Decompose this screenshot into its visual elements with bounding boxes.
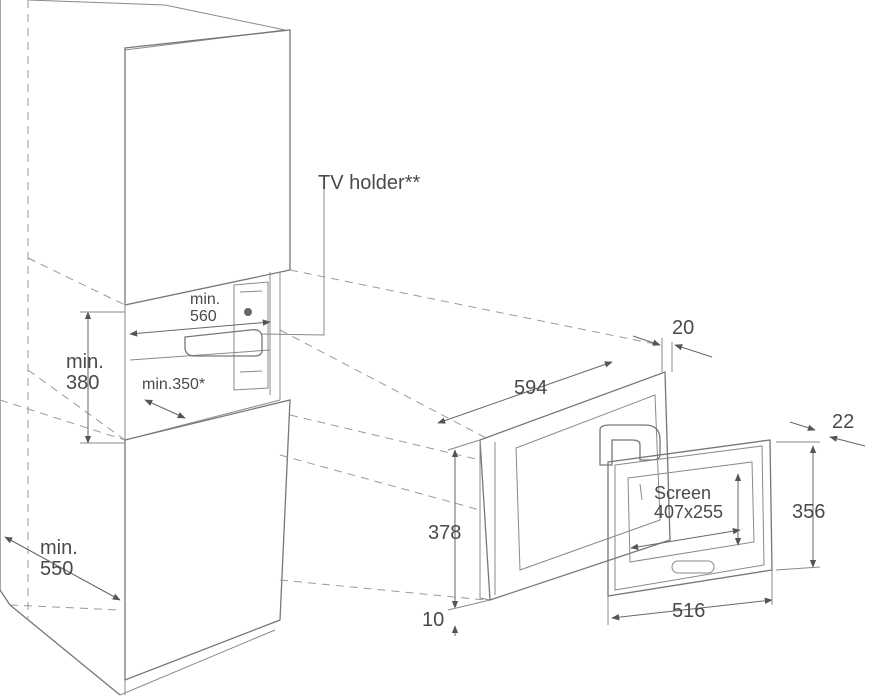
- dim-22-label: 22: [832, 411, 855, 433]
- dim-10-label: 10: [422, 609, 445, 631]
- min-380-label: min. 380: [66, 351, 104, 394]
- tv-holder-bracket: [184, 180, 325, 391]
- cabinet-dimensions: [4, 311, 271, 601]
- dim-356-label: 356: [792, 501, 826, 523]
- min-560-label: min. 560: [190, 291, 221, 325]
- front-panel: [607, 421, 866, 625]
- dim-516-label: 516: [672, 600, 706, 622]
- min-350-label: min.350*: [142, 376, 206, 393]
- min-550-label: min. 550: [40, 537, 78, 580]
- tall-cabinet: [0, 0, 291, 696]
- dim-594-label: 594: [514, 377, 548, 399]
- screen-label: Screen 407x255: [654, 483, 724, 522]
- tv-holder-hook: [599, 424, 661, 466]
- dim-20-label: 20: [672, 317, 695, 339]
- dim-378-label: 378: [428, 522, 462, 544]
- projection-lines: [279, 269, 661, 601]
- tv-holder-label: TV holder**: [318, 172, 421, 194]
